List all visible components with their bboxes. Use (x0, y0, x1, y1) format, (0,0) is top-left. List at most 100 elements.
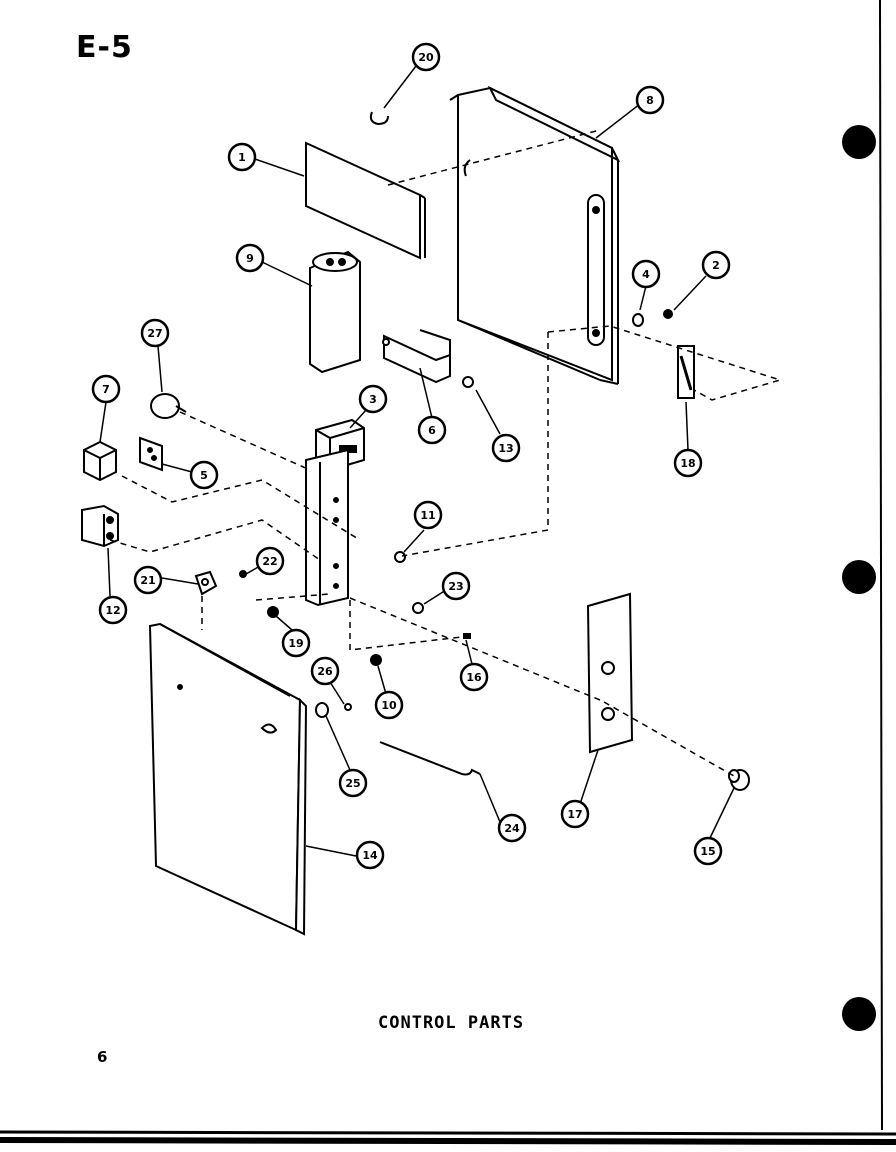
callout-label: 2 (712, 259, 720, 272)
callout-20: 20 (411, 42, 441, 72)
part-21-bracket (194, 570, 218, 596)
callout-label: 8 (646, 94, 654, 107)
callout-label: 14 (362, 849, 378, 862)
callout-circle (560, 799, 590, 829)
callout-label: 16 (466, 671, 482, 684)
callout-circle (235, 243, 265, 273)
callout-1: 1 (227, 142, 257, 172)
callout-label: 10 (381, 699, 397, 712)
callout-label: 27 (147, 327, 162, 340)
part-5-socket (139, 436, 163, 472)
callout-circle (98, 595, 128, 625)
callout-8: 8 (635, 85, 665, 115)
callout-label: 24 (504, 822, 520, 835)
callout-circle (411, 42, 441, 72)
callout-leaders (99, 65, 735, 857)
punch-hole-middle (842, 560, 876, 594)
part-8-mounting-panel (449, 85, 621, 385)
callout-circle (413, 500, 443, 530)
part-15-bushing (728, 769, 750, 791)
part-1-nameplate (305, 141, 426, 260)
callout-7: 7 (91, 374, 121, 404)
callout-6: 6 (417, 415, 447, 445)
callout-16: 16 (459, 662, 489, 692)
callout-circle (310, 656, 340, 686)
callout-circle (673, 448, 703, 478)
callout-label: 19 (288, 637, 303, 650)
callout-circle (374, 690, 404, 720)
callout-label: 26 (317, 665, 333, 678)
callout-circle (133, 565, 163, 595)
callout-label: 11 (420, 509, 435, 522)
callout-12: 12 (98, 595, 128, 625)
callout-label: 6 (428, 424, 436, 437)
callout-circle (497, 813, 527, 843)
callout-25: 25 (338, 768, 368, 798)
callout-4: 4 (631, 259, 661, 289)
callout-27: 27 (140, 318, 170, 348)
callout-circle (140, 318, 170, 348)
callout-26: 26 (310, 656, 340, 686)
callout-circle (459, 662, 489, 692)
callout-17: 17 (560, 799, 590, 829)
part-3-control-box (305, 418, 365, 607)
callout-circle (417, 415, 447, 445)
page-number: 6 (97, 1048, 108, 1066)
part-20-clip (369, 111, 389, 126)
punch-hole-bottom (842, 997, 876, 1031)
callout-label: 22 (262, 555, 277, 568)
callout-22: 22 (255, 546, 285, 576)
callout-9: 9 (235, 243, 265, 273)
callout-label: 25 (345, 777, 360, 790)
callout-13: 13 (491, 433, 521, 463)
part-18-strip (677, 345, 695, 399)
callout-11: 11 (413, 500, 443, 530)
callout-circle (281, 628, 311, 658)
callout-circle (227, 142, 257, 172)
part-27-sensor (150, 393, 187, 419)
callout-circle (491, 433, 521, 463)
diagram-caption: CONTROL PARTS (378, 1013, 525, 1033)
callout-19: 19 (281, 628, 311, 658)
callout-label: 20 (418, 51, 434, 64)
callout-24: 24 (497, 813, 527, 843)
callout-circle (631, 259, 661, 289)
part-7-relay (83, 440, 117, 482)
callout-5: 5 (189, 460, 219, 490)
page-label: E-5 (76, 30, 133, 65)
callout-14: 14 (355, 840, 385, 870)
callout-23: 23 (441, 571, 471, 601)
callout-label: 12 (105, 604, 120, 617)
callout-label: 15 (700, 845, 715, 858)
callout-label: 7 (102, 383, 110, 396)
callout-label: 23 (448, 580, 463, 593)
part-6-bracket (382, 329, 451, 384)
callout-label: 5 (200, 469, 208, 482)
callout-circle (441, 571, 471, 601)
part-9-capacitor (309, 250, 361, 374)
callout-2: 2 (701, 250, 731, 280)
callout-circle (255, 546, 285, 576)
callout-circle (701, 250, 731, 280)
callout-label: 4 (642, 268, 650, 281)
part-12-switch (81, 504, 119, 548)
hardware-small-parts (239, 309, 673, 711)
callout-label: 18 (680, 457, 695, 470)
callout-circle (338, 768, 368, 798)
part-25-knob (315, 702, 329, 718)
part-24-rod (379, 741, 481, 776)
callout-10: 10 (374, 690, 404, 720)
callout-3: 3 (358, 384, 388, 414)
assembly-dashed-lines (109, 129, 783, 777)
callout-label: 1 (238, 151, 246, 164)
callout-label: 9 (246, 252, 254, 265)
callout-label: 13 (498, 442, 513, 455)
callout-label: 21 (140, 574, 155, 587)
callout-label: 3 (369, 393, 377, 406)
callout-circle (91, 374, 121, 404)
callout-circle (693, 836, 723, 866)
